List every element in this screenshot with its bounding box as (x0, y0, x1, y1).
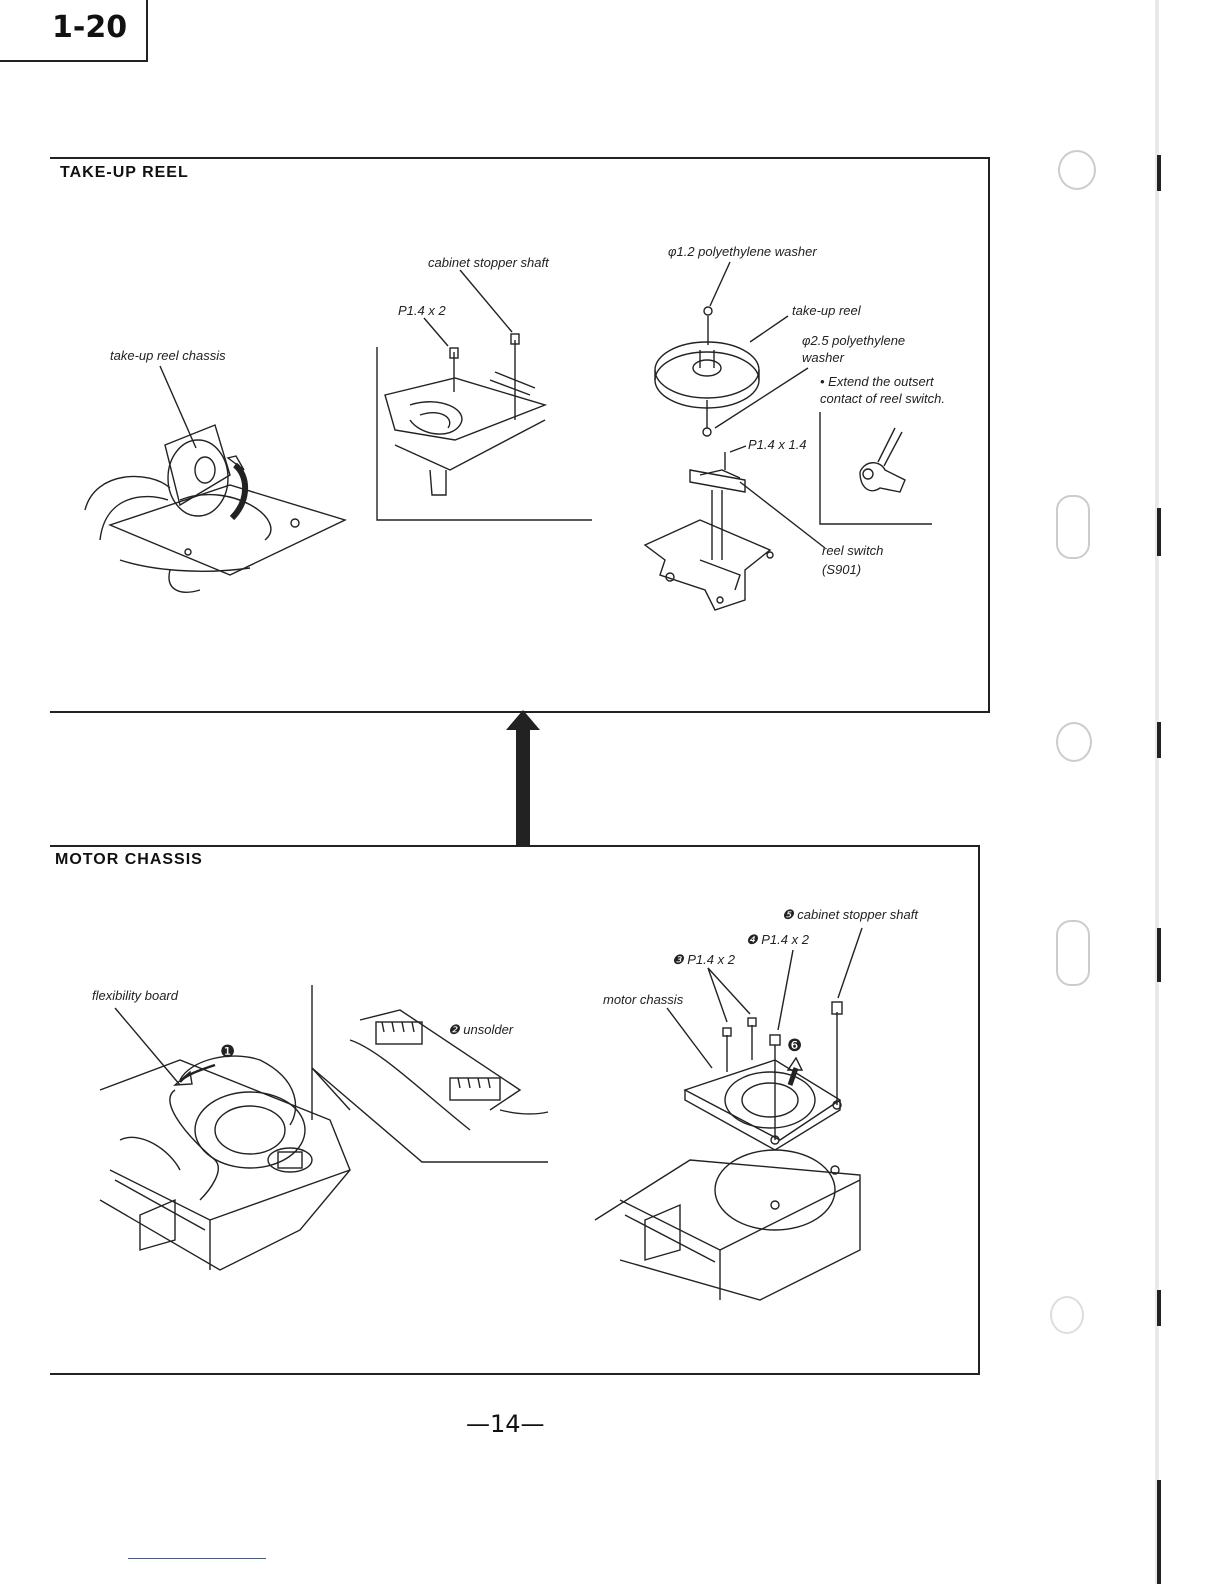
motor-chassis-title: MOTOR CHASSIS (55, 851, 203, 868)
label-screw-p14x14: P1.4 x 1.4 (748, 437, 807, 452)
cabinet-stopper-inset (376, 269, 592, 521)
label-washer-12: φ1.2 polyethylene washer (668, 244, 817, 259)
edge-mark-1 (1157, 155, 1161, 191)
binder-hole-2 (1056, 495, 1090, 559)
page-number: —14— (466, 1410, 545, 1438)
edge-mark-5 (1157, 1290, 1161, 1326)
flexibility-board-drawing (99, 985, 351, 1271)
outsert-contact-inset (819, 412, 932, 525)
page-tag-text: 1-20 (52, 10, 128, 45)
edge-mark-3 (1157, 722, 1161, 758)
up-arrow (506, 710, 540, 846)
label-washer-25: φ2.5 polyethylene (802, 333, 906, 348)
label-screw-p14x2: P1.4 x 2 (398, 303, 446, 318)
label-step-1: ❶ (220, 1042, 236, 1061)
label-cabinet-stopper-shaft: cabinet stopper shaft (428, 255, 549, 270)
edge-mark-4 (1157, 928, 1161, 982)
label-flexibility-board: flexibility board (92, 988, 178, 1003)
take-up-reel-title: TAKE-UP REEL (60, 164, 189, 181)
edge-mark-2 (1157, 508, 1161, 556)
note-extend-outsert-contact: • Extend the outsert contact of reel swi… (820, 374, 945, 406)
label-washer-25-line2: washer (802, 350, 844, 365)
label-take-up-reel-chassis: take-up reel chassis (110, 348, 226, 363)
edge-mark-6 (1157, 1480, 1161, 1584)
label-take-up-reel: take-up reel (792, 303, 861, 318)
label-step-3-screw: ❸ P1.4 x 2 (672, 952, 735, 967)
label-step-5-cabinet-stopper: ❺ cabinet stopper shaft (782, 907, 918, 922)
label-step-6: ❻ (787, 1036, 803, 1055)
label-reel-switch-code: (S901) (822, 562, 862, 577)
binder-hole-4 (1056, 920, 1090, 986)
unsolder-inset (311, 1009, 549, 1163)
binder-edge (1155, 0, 1159, 1584)
binder-hole-3 (1056, 722, 1092, 762)
binder-hole-5 (1050, 1296, 1084, 1334)
take-up-reel-chassis-drawing (84, 365, 347, 593)
take-up-reel-exploded (643, 261, 826, 611)
motor-chassis-panel (50, 845, 980, 1375)
motor-chassis-drawing (594, 927, 863, 1301)
bottom-blue-line (128, 1558, 266, 1559)
page-tag: 1-20 (0, 0, 148, 62)
take-up-reel-panel (50, 157, 990, 713)
label-motor-chassis: motor chassis (603, 992, 684, 1007)
binder-hole-1 (1058, 150, 1096, 190)
label-step-2-unsolder: ❷ unsolder (448, 1022, 514, 1037)
label-reel-switch: reel switch (822, 543, 884, 558)
label-step-4-screw: ❹ P1.4 x 2 (746, 932, 809, 947)
